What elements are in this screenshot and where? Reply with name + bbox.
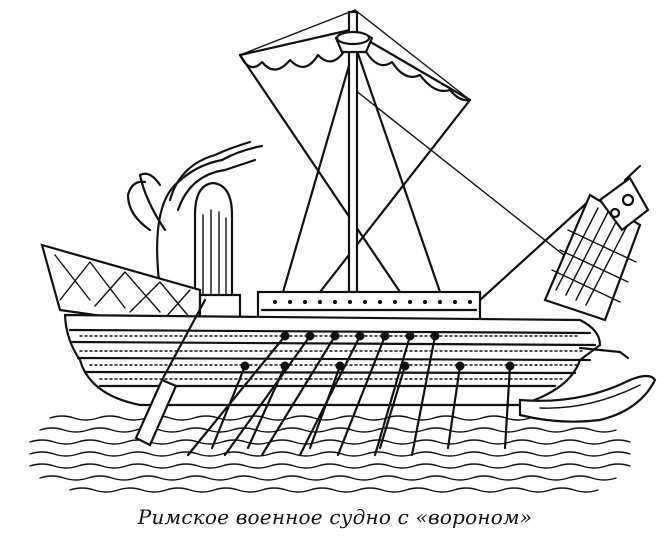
water-waves xyxy=(29,415,631,493)
rigging xyxy=(238,9,571,294)
figure-caption: Римское военное судно с «вороном» xyxy=(137,505,533,529)
steering-oar xyxy=(134,298,207,447)
oars xyxy=(186,334,512,457)
deck-dots xyxy=(272,299,473,305)
roman-warship-illustration xyxy=(29,9,657,493)
corvus-boarding-bridge xyxy=(478,164,650,322)
hull xyxy=(63,313,657,423)
stern-ornament xyxy=(126,140,264,302)
